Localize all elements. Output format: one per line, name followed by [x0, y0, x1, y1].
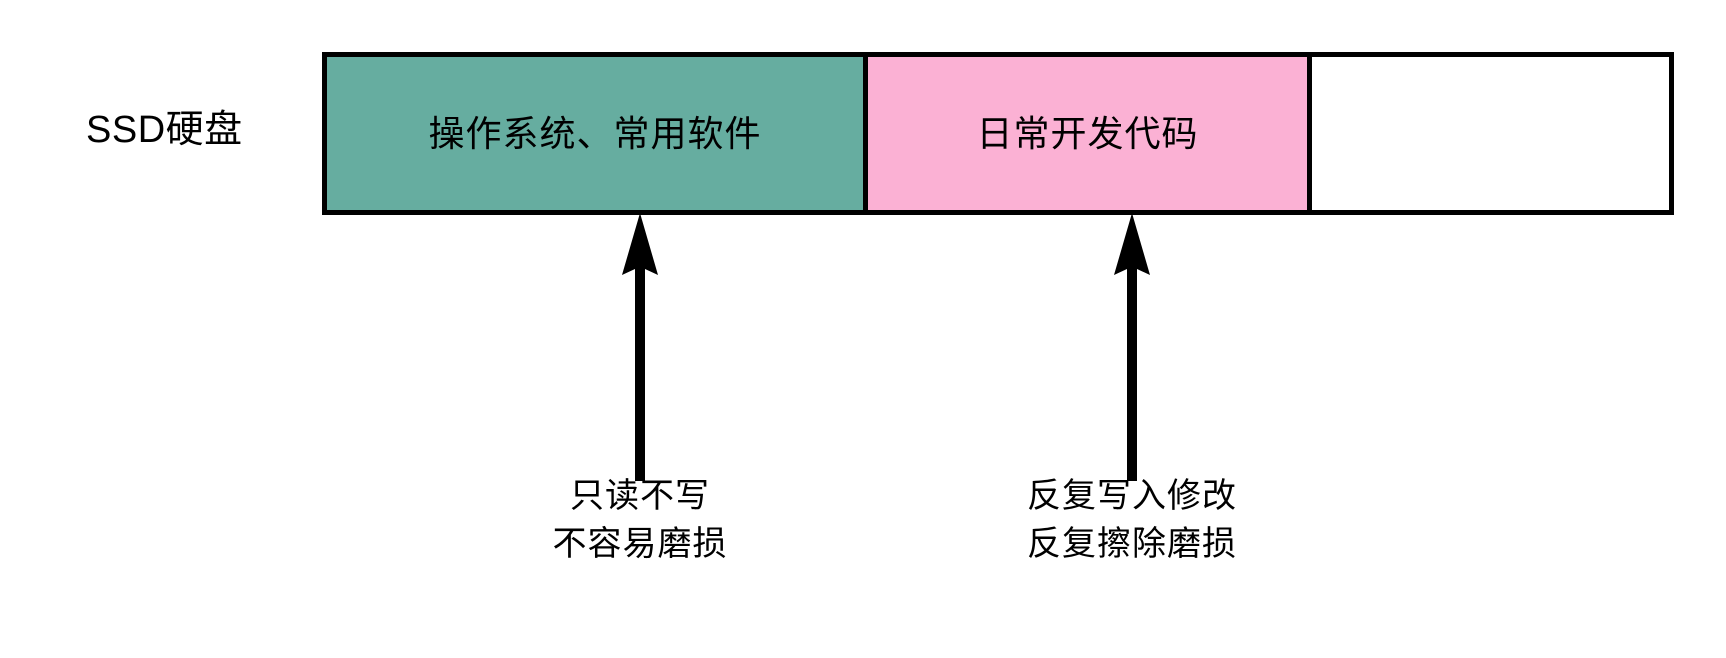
segment-operating-system-label: 操作系统、常用软件	[428, 112, 762, 154]
segment-free-space	[1312, 57, 1669, 210]
rewrite-wear-annotation-line-1: 反复写入修改	[1027, 477, 1237, 515]
ssd-capacity-bar: 操作系统、常用软件 日常开发代码	[322, 52, 1674, 215]
segment-dev-code: 日常开发代码	[868, 57, 1312, 210]
read-only-annotation: 只读不写 不容易磨损	[440, 472, 840, 568]
read-only-annotation-line-2: 不容易磨损	[552, 525, 728, 563]
arrow-to-os-segment	[610, 213, 670, 481]
arrow-up-icon	[1114, 213, 1150, 481]
arrow-up-icon	[622, 213, 658, 481]
segment-dev-code-label: 日常开发代码	[976, 112, 1199, 154]
rewrite-wear-annotation-line-2: 反复擦除磨损	[1027, 525, 1237, 563]
read-only-annotation-line-1: 只读不写	[570, 477, 710, 515]
rewrite-wear-annotation: 反复写入修改 反复擦除磨损	[932, 472, 1332, 568]
segment-operating-system: 操作系统、常用软件	[327, 57, 868, 210]
arrow-to-code-segment	[1102, 213, 1162, 481]
ssd-disk-label: SSD硬盘	[86, 109, 243, 151]
